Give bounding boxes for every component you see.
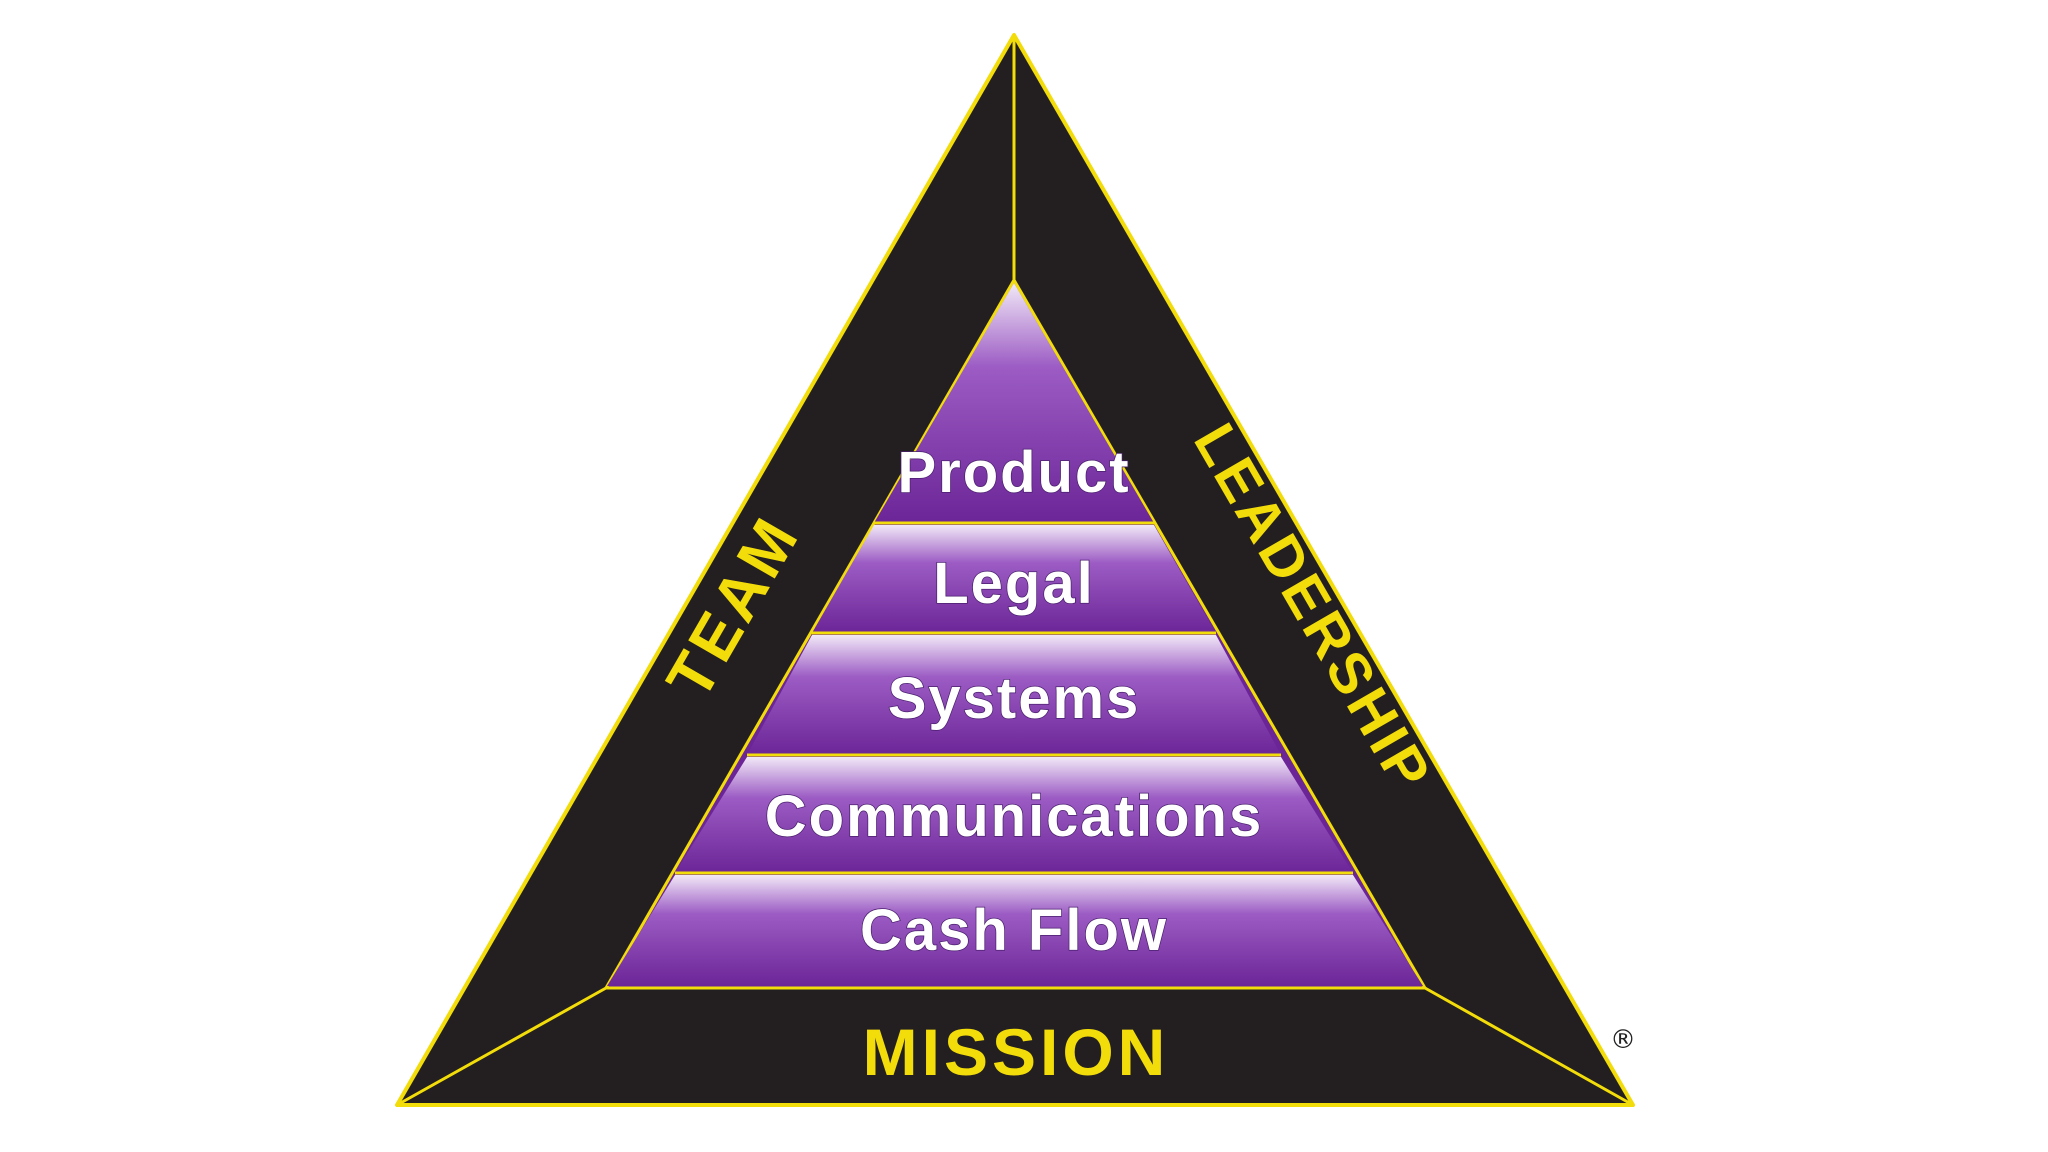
level-legal-label: Legal [933,551,1095,616]
level-systems-band [747,635,1281,755]
level-product-band [874,283,1154,523]
level-cash-flow: Cash Flow [607,875,1423,986]
pyramid-levels: Product Legal Systems Communications Cas… [607,283,1423,986]
level-legal: Legal [812,525,1216,633]
level-systems-label: Systems [888,666,1141,731]
level-product-label: Product [897,440,1130,505]
level-communications-label: Communications [765,784,1264,849]
registered-mark: ® [1610,1025,1636,1055]
level-product: Product [874,283,1154,523]
level-legal-band [812,525,1216,633]
side-label-mission: MISSION [863,1015,1170,1089]
level-communications-band [675,757,1353,873]
connector-left [396,986,607,1107]
connector-right [1424,986,1634,1107]
level-cash-flow-label: Cash Flow [860,898,1168,963]
level-systems: Systems [747,635,1281,755]
level-communications: Communications [675,757,1353,873]
level-cash-flow-band [607,875,1423,986]
